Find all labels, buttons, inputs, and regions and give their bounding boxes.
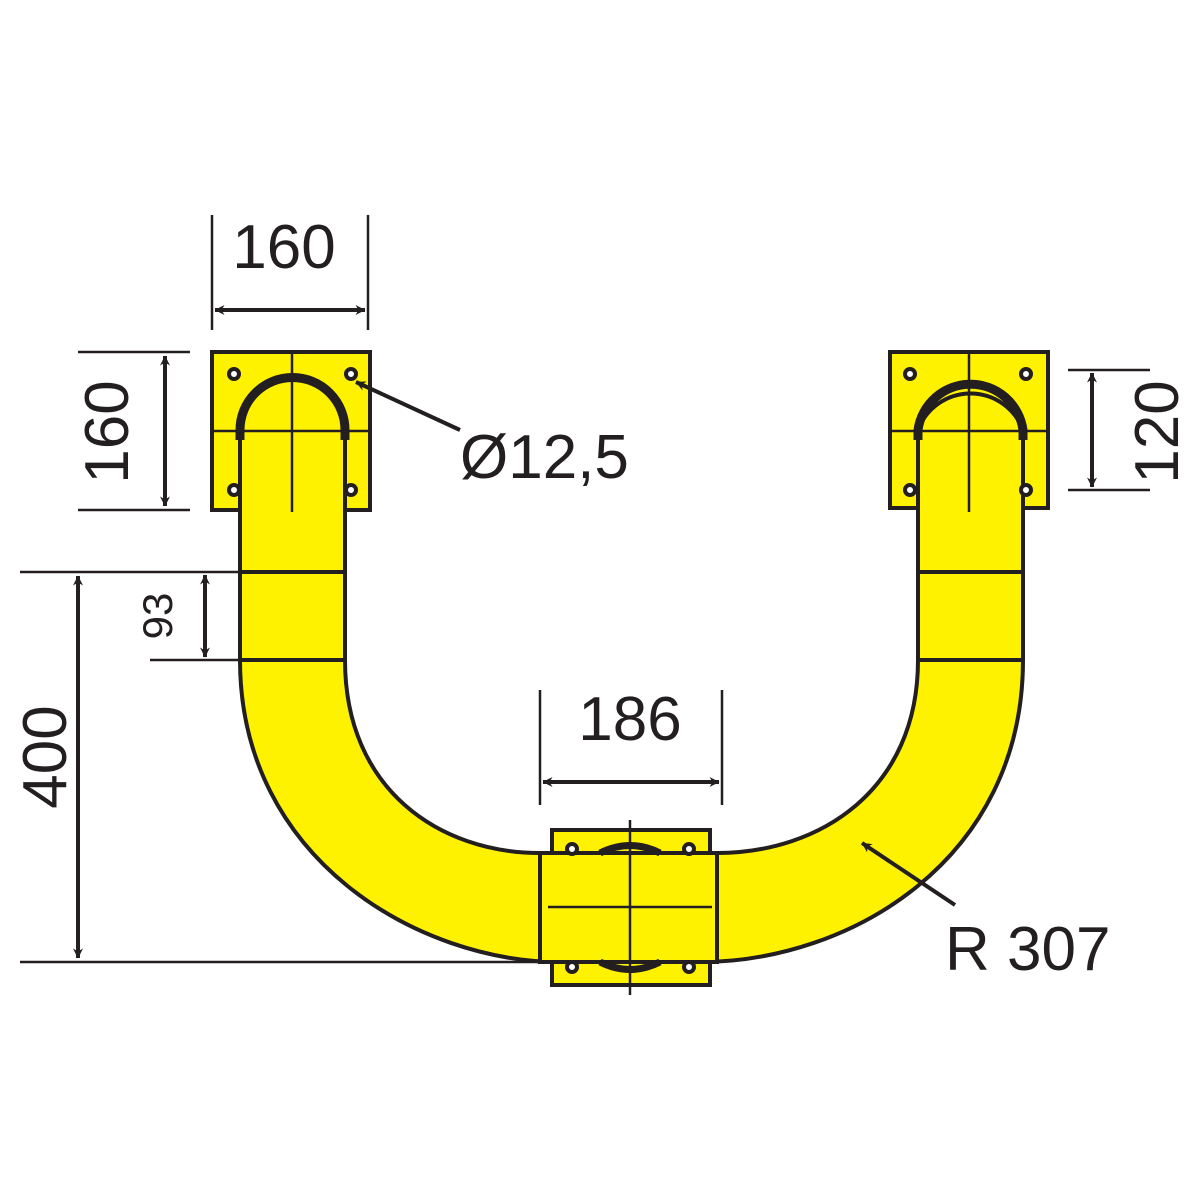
mount-spacing-label: 120 [1123, 380, 1192, 483]
radius-label: R 307 [945, 915, 1110, 984]
plate-height-label: 160 [73, 380, 142, 483]
segment-length-label: 93 [134, 593, 181, 640]
hole-diameter-label: Ø12,5 [460, 423, 629, 492]
center-clamp-width-label: 186 [578, 685, 681, 754]
plate-width-label: 160 [232, 213, 335, 282]
height-label: 400 [11, 705, 80, 808]
